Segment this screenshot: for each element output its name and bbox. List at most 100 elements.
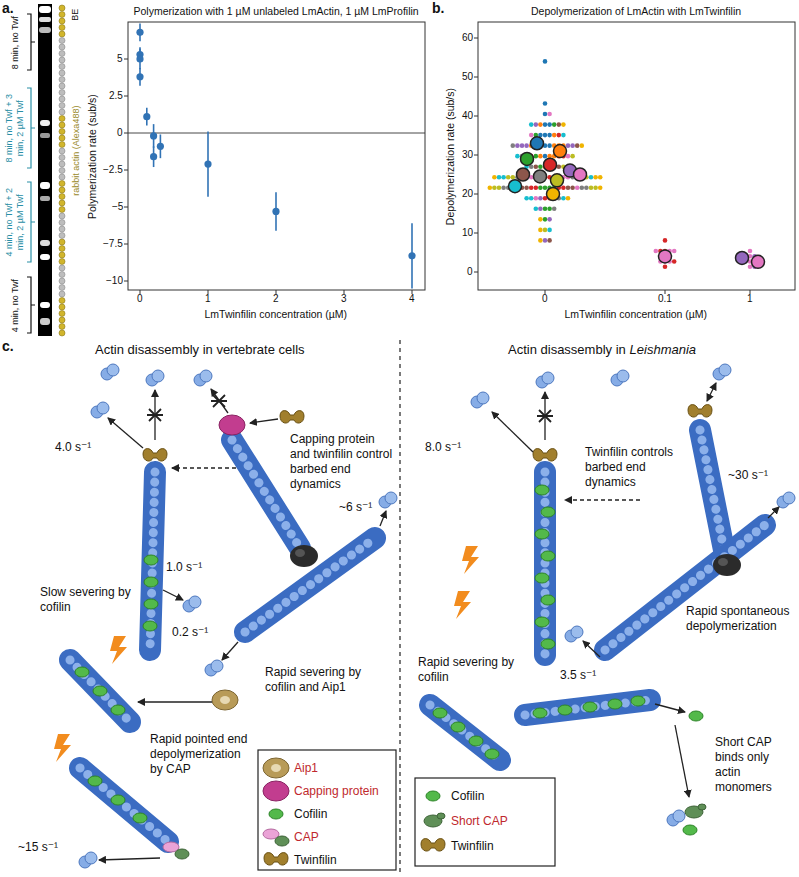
leishmania-illustration-part [469, 736, 483, 746]
swarm-dot [538, 196, 543, 201]
swarm-dot [534, 154, 539, 159]
leishmania-illustration [430, 364, 795, 835]
swarm-dot [538, 122, 543, 127]
kymograph-part [40, 254, 50, 260]
actin-bead [59, 155, 65, 161]
legend-boxes-part [426, 791, 440, 801]
tick [124, 96, 128, 97]
swarm-dot [570, 185, 575, 190]
actin-bead [59, 96, 65, 102]
leishmania-illustration-part [541, 639, 555, 649]
kymograph-part [40, 182, 50, 189]
actin-bead [59, 168, 65, 174]
chart-b-part [478, 22, 795, 290]
rate-label: ~15 s⁻¹ [18, 840, 58, 855]
swarm-dot [515, 143, 520, 148]
leishmania-illustration-part [685, 804, 706, 818]
data-point [136, 29, 143, 36]
actin-bead [59, 31, 65, 37]
legend-label: CAP [294, 830, 319, 845]
replicate-mean [551, 174, 564, 187]
legend-label: Cofilin [294, 807, 327, 822]
end-label: BE [70, 8, 81, 20]
swarm-dot [748, 249, 753, 254]
actin-bead [59, 5, 65, 11]
rate-label: ~30 s⁻¹ [728, 468, 768, 483]
replicate-mean [517, 168, 530, 181]
tick-label: −10 [106, 275, 123, 288]
swarm-dot [566, 154, 571, 159]
replicate-mean [752, 255, 765, 268]
swarm-dot [534, 196, 539, 201]
chart-a-data [124, 23, 416, 294]
annotation: Capping protein and twinfilin control ba… [290, 432, 395, 492]
vertebrate-illustration-part [110, 636, 127, 664]
tick [124, 59, 128, 60]
swarm-dot [566, 143, 571, 148]
leishmania-illustration-part [700, 430, 725, 555]
condition-label: 4 min, no Twf + 2 min, 2 µM Twf [4, 182, 27, 262]
leishmania-illustration-part [608, 699, 622, 709]
swarm-dot [515, 154, 520, 159]
swarm-dot [488, 185, 493, 190]
vertebrate-illustration-part [245, 538, 375, 632]
swarm-dot [547, 143, 552, 148]
axis-title: Depolymerization rate (sub/s) [444, 87, 457, 224]
replicate-mean [534, 170, 547, 183]
vertebrate-illustration-part [232, 440, 300, 548]
vertebrate-illustration-part [111, 705, 125, 715]
annotation: Rapid severing by cofilin [418, 655, 518, 685]
vertebrate-illustration-part [146, 370, 164, 386]
swarm-dot [543, 101, 548, 106]
swarm-dot [524, 185, 529, 190]
replicate-mean [659, 250, 672, 263]
vertebrate-illustration-part [211, 389, 228, 413]
actin-bead [59, 109, 65, 115]
swarm-dot [663, 264, 668, 269]
swarm-dot [598, 175, 603, 180]
swarm-dot [584, 185, 589, 190]
swarm-dot [575, 185, 580, 190]
leishmania-illustration-part [533, 449, 557, 461]
vertebrate-illustration-part [79, 852, 97, 868]
vertebrate-illustration-part [75, 667, 89, 677]
vertebrate-illustration-part [88, 776, 102, 786]
swarm-dot [663, 238, 668, 243]
swarm-dot [566, 196, 571, 201]
actin-bead [59, 44, 65, 50]
swarm-dot [520, 143, 525, 148]
leishmania-illustration-part [430, 705, 500, 760]
vertebrate-illustration-part [280, 411, 304, 423]
swarm-dot [543, 112, 548, 117]
panel-title: Actin disassembly in vertebrate cells [95, 342, 305, 358]
actin-bead [59, 278, 65, 284]
legend-label: Cofilin [451, 789, 484, 804]
axis-title: LmTwinfilin concentration (µM) [565, 308, 708, 321]
legend-boxes-part [264, 853, 288, 865]
tick-label: 10 [462, 227, 473, 240]
leishmania-illustration-part [471, 392, 489, 408]
vertebrate-illustration-part [211, 395, 227, 407]
vertebrate-illustration-part [380, 511, 386, 526]
swarm-dot [561, 185, 566, 190]
legend-boxes-part [263, 758, 289, 778]
leishmania-illustration-part [713, 554, 741, 576]
vertebrate-illustration [54, 364, 397, 868]
swarm-dot [561, 133, 566, 138]
tick [474, 272, 478, 273]
swarm-dot [547, 228, 552, 233]
leishmania-illustration-part [454, 591, 471, 619]
kymograph [38, 4, 52, 336]
data-point [136, 73, 143, 80]
vertebrate-illustration-part [80, 768, 168, 842]
swarm-dot [524, 143, 529, 148]
vertebrate-illustration-part [80, 768, 168, 842]
vertebrate-illustration-part [194, 370, 212, 386]
swarm-dot [557, 133, 562, 138]
actin-bead [59, 90, 65, 96]
chart-a-part [128, 22, 425, 290]
swarm-dot [547, 112, 552, 117]
swarm-dot [501, 185, 506, 190]
leishmania-illustration-part [631, 696, 645, 706]
actin-bead [59, 252, 65, 258]
